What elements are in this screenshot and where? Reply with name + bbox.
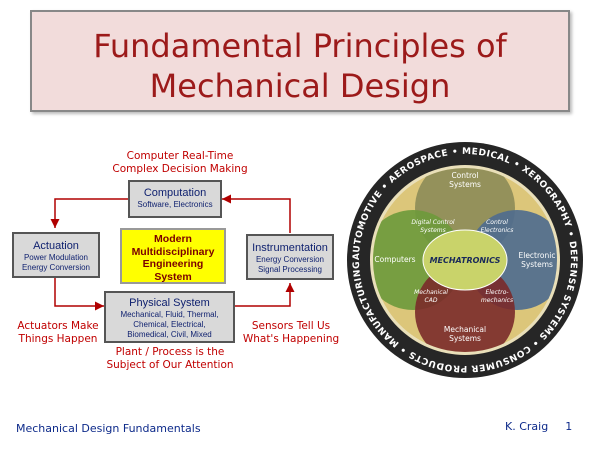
mechatronics-center-label: MECHATRONICS [430,256,501,265]
box-modern-system: Modern Multidisciplinary Engineering Sys… [120,228,226,284]
mechatronics-wheel: AUTOMOTIVE • AEROSPACE • MEDICAL • XEROG… [345,140,583,378]
box-actuation: Actuation Power Modulation Energy Conver… [12,232,100,278]
footer-author-page: K. Craig 1 [505,420,572,433]
label-sensors: Sensors Tell Us What's Happening [242,320,340,345]
title-line-1: Fundamental Principles of [93,27,507,65]
arrow-computation-to-actuation [50,198,128,228]
lobe-mechanical-systems [415,262,515,352]
label-computer-realtime: Computer Real-Time Complex Decision Maki… [112,150,248,175]
label-actuators: Actuators Make Things Happen [17,320,99,345]
arrow-instrumentation-to-computation [222,194,291,233]
computers-label: Computers [374,255,415,264]
box-instrumentation: Instrumentation Energy Conversion Signal… [246,234,334,280]
footer-author: K. Craig [505,420,549,433]
label-plant-process: Plant / Process is the Subject of Our At… [106,346,234,371]
footer-page-number: 1 [565,420,573,433]
box-physical-system: Physical System Mechanical, Fluid, Therm… [104,291,235,343]
electromechanics-label: Electro-mechanics [481,289,513,304]
title-box: Fundamental Principles of Mechanical Des… [30,10,570,112]
arrow-actuation-to-physical [54,278,104,311]
footer-course: Mechanical Design Fundamentals [16,422,201,435]
arrow-physical-to-instrumentation [235,283,295,307]
title-line-2: Mechanical Design [149,67,451,105]
mechatronics-center [422,229,508,291]
box-computation: Computation Software, Electronics [128,180,222,218]
slide-title: Fundamental Principles of Mechanical Des… [32,26,568,106]
